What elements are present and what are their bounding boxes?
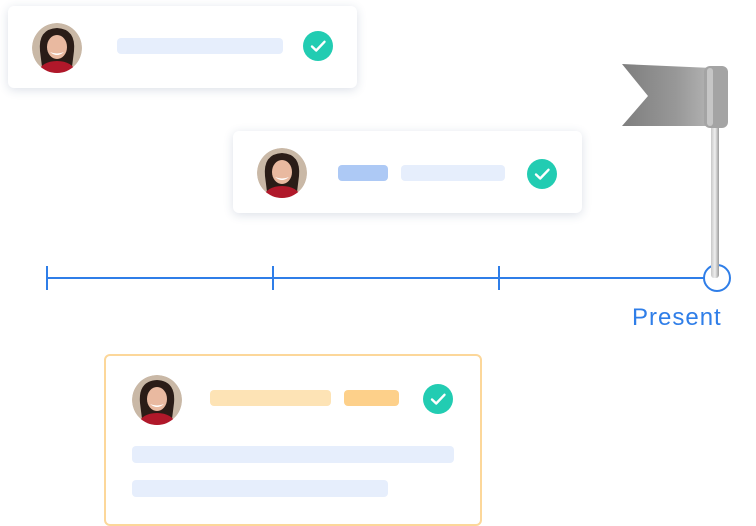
placeholder-bar xyxy=(117,38,283,54)
present-label: Present xyxy=(632,304,722,331)
placeholder-tag xyxy=(344,390,399,406)
placeholder-line xyxy=(132,446,454,463)
check-circle-icon xyxy=(303,31,333,61)
check-circle-icon xyxy=(423,384,453,414)
placeholder-bar xyxy=(210,390,331,406)
placeholder-bar xyxy=(401,165,505,181)
avatar xyxy=(132,375,182,425)
activity-card-3 xyxy=(104,354,482,526)
flag-icon xyxy=(622,64,728,278)
placeholder-tag xyxy=(338,165,388,181)
activity-card-1 xyxy=(8,6,357,88)
avatar xyxy=(32,23,82,73)
activity-card-2 xyxy=(233,131,582,213)
avatar xyxy=(257,148,307,198)
placeholder-line xyxy=(132,480,388,497)
check-circle-icon xyxy=(527,159,557,189)
